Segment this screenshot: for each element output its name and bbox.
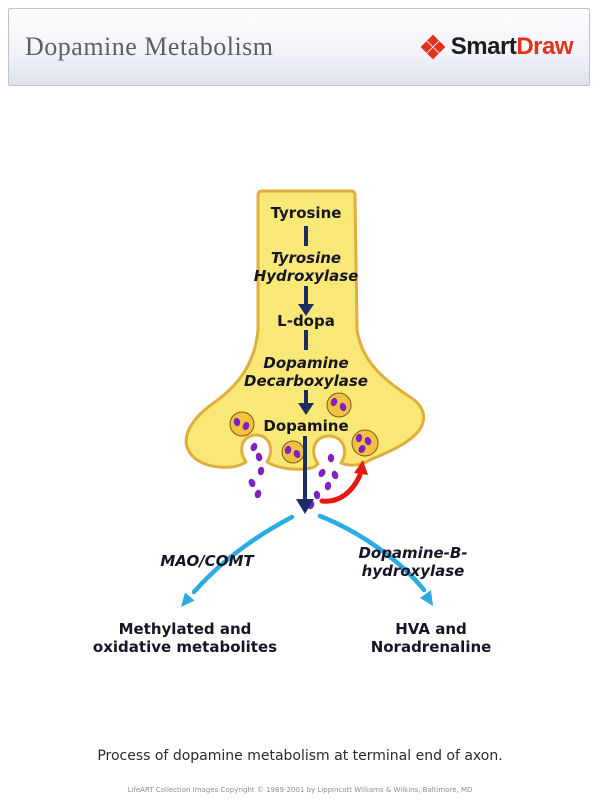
smartdraw-diamond-icon [420, 34, 446, 60]
product-hva-noradrenaline: HVA and Noradrenaline [370, 620, 492, 656]
enzyme-mao-comt: MAO/COMT [160, 552, 254, 570]
vesicle [281, 440, 305, 464]
reuptake-arrow [319, 460, 368, 504]
node-l-dopa: L-dopa [277, 312, 335, 330]
node-tyrosine: Tyrosine [270, 204, 342, 222]
dopamine-molecule-dots-left [248, 442, 265, 499]
product-methylated-oxidative-metabolites: Methylated and oxidative metabolites [92, 620, 278, 656]
enzyme-dopamine-b-hydroxylase: Dopamine-B-hydroxylase [358, 544, 468, 580]
smartdraw-wordmark: SmartDraw [450, 33, 574, 61]
branch-arrow-right [317, 513, 433, 606]
enzyme-tyrosine-hydroxylase: Tyrosine Hydroxylase [253, 249, 359, 285]
pathway-arrows [296, 226, 314, 514]
vesicle [229, 411, 255, 437]
header-bar: Dopamine Metabolism SmartDraw [8, 8, 590, 86]
vesicle [351, 429, 379, 457]
page-title: Dopamine Metabolism [25, 32, 274, 61]
dopamine-molecule-dots-right [307, 453, 339, 510]
vesicle [326, 392, 352, 418]
enzyme-dopamine-decarboxylase: Dopamine Decarboxylase [244, 354, 368, 390]
copyright-notice: LifeART Collection Images Copyright © 19… [127, 786, 473, 794]
figure-caption: Process of dopamine metabolism at termin… [97, 748, 503, 764]
smartdraw-logo: SmartDraw [420, 33, 573, 61]
logo-text-draw: Draw [516, 33, 573, 60]
branch-arrow-left [181, 514, 295, 607]
logo-text-smart: Smart [450, 33, 517, 60]
node-dopamine: Dopamine [263, 417, 349, 435]
